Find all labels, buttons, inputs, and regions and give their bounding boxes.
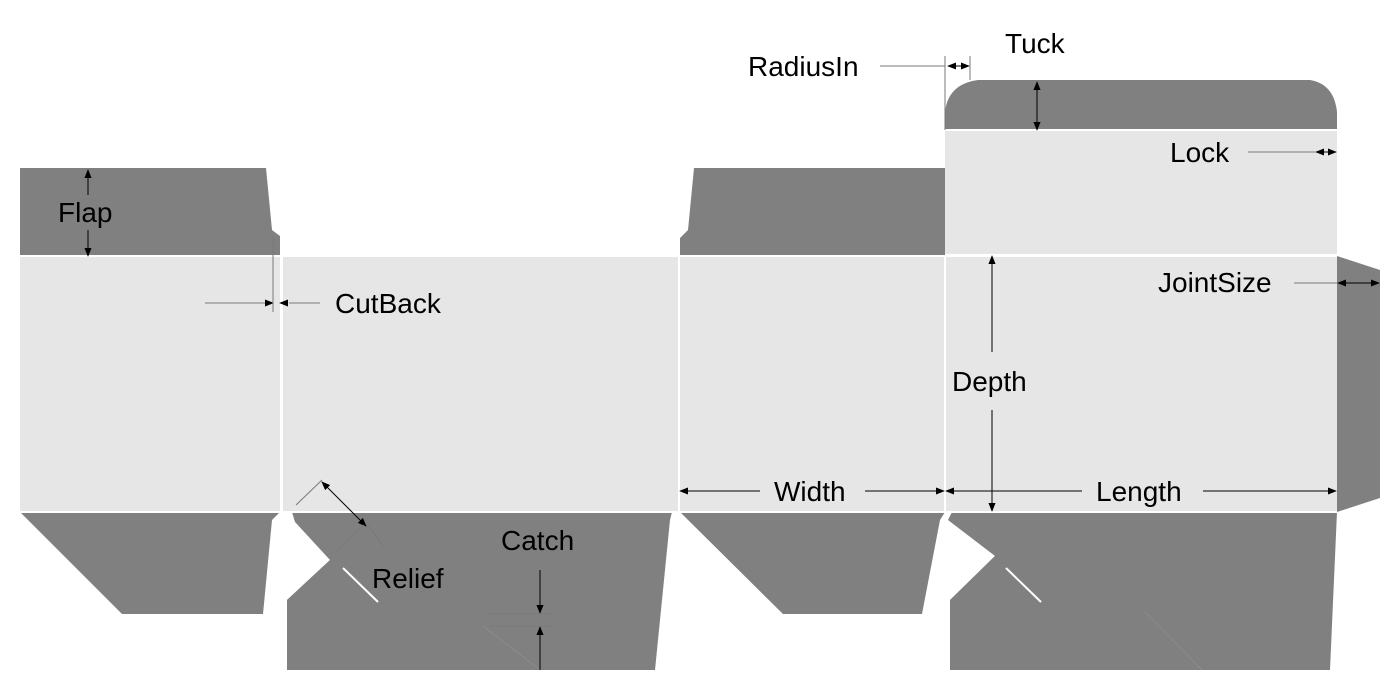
bottom-right-dust-flap (680, 512, 945, 614)
back-panel (945, 256, 1337, 512)
radius-in-dimension: RadiusIn (748, 51, 971, 130)
bottom-base-flap-body (950, 556, 1202, 670)
catch-label: Catch (501, 525, 574, 556)
width-dimension: Width (679, 476, 945, 507)
joint-size-label: JointSize (1158, 267, 1272, 298)
side-panel-right (680, 256, 945, 512)
width-label: Width (774, 476, 846, 507)
tuck-dimension: Tuck (1005, 28, 1066, 131)
relief-cut-right (1005, 567, 1042, 603)
lock-label: Lock (1170, 137, 1230, 168)
flap-dimension: Flap (58, 169, 112, 257)
cut-back-label: CutBack (335, 288, 442, 319)
flaps (20, 80, 1380, 670)
relief-dimension: Relief (295, 479, 444, 594)
relief-label: Relief (372, 563, 444, 594)
tuck-flap (945, 80, 1337, 130)
bottom-left-dust-flap (20, 512, 280, 614)
fold-lines (20, 129, 1337, 603)
relief-cut-left (342, 567, 379, 603)
bottom-lock-flap-body (287, 560, 540, 670)
top-left-dust-flap (20, 168, 280, 256)
catch-dimension: Catch (490, 525, 574, 670)
panels (20, 130, 1337, 512)
joint-size-dimension: JointSize (1158, 267, 1380, 298)
dimensions: RadiusIn Tuck Lock Flap CutBack (58, 28, 1380, 670)
flap-label: Flap (58, 197, 112, 228)
lock-dimension: Lock (1170, 137, 1337, 168)
front-panel (283, 256, 678, 512)
side-panel-left (20, 256, 280, 512)
depth-dimension: Depth (952, 255, 1027, 512)
length-label: Length (1096, 476, 1182, 507)
cut-back-dimension: CutBack (205, 236, 442, 319)
radius-in-label: RadiusIn (748, 51, 859, 82)
lid-panel (945, 130, 1337, 254)
depth-label: Depth (952, 366, 1027, 397)
tuck-label: Tuck (1005, 28, 1066, 59)
glue-joint-flap (1337, 256, 1380, 512)
top-right-dust-flap (680, 168, 945, 256)
length-dimension: Length (945, 476, 1337, 507)
